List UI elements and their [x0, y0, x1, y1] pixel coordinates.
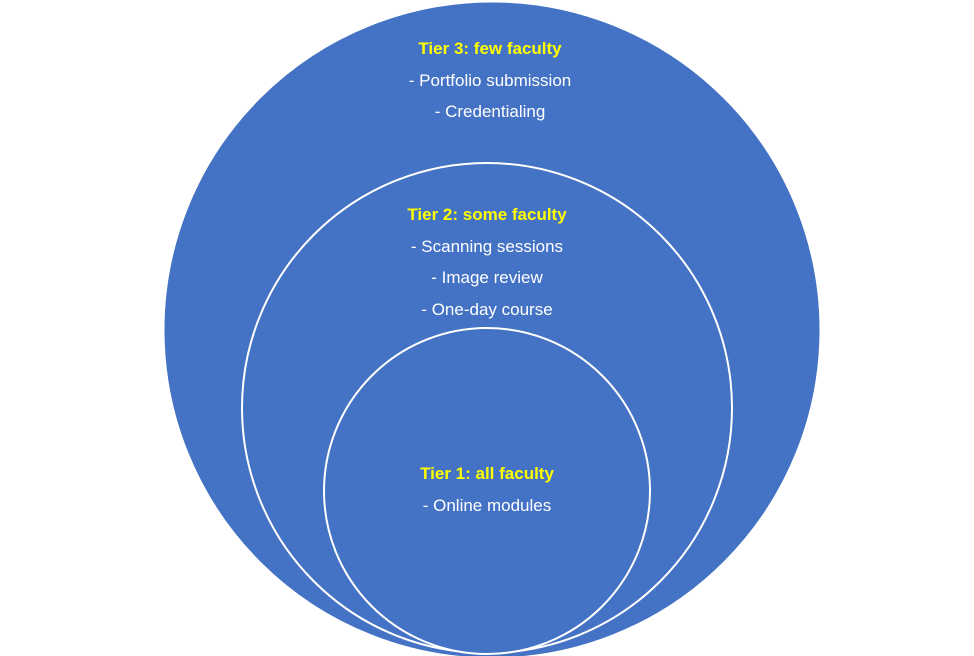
- tier-3-item: - Portfolio submission: [408, 70, 572, 90]
- tier-2-item: - One-day course: [421, 299, 553, 319]
- tier-1-circle: [323, 327, 651, 655]
- tier-3-item: - Credentialing: [434, 102, 546, 121]
- tier-1-heading: Tier 1: all faculty: [420, 464, 554, 483]
- tier-2-item: - Scanning sessions: [410, 236, 564, 256]
- tier-2-label: Tier 2: some faculty - Scanning sessions…: [287, 199, 687, 325]
- tier-2-item: - Image review: [431, 268, 543, 287]
- tier-1-item: - Online modules: [422, 495, 552, 515]
- tier-3-label: Tier 3: few faculty - Portfolio submissi…: [290, 33, 690, 128]
- tier-3-heading: Tier 3: few faculty: [418, 39, 562, 58]
- tier-1-label: Tier 1: all faculty - Online modules: [287, 458, 687, 521]
- tier-2-heading: Tier 2: some faculty: [407, 205, 567, 224]
